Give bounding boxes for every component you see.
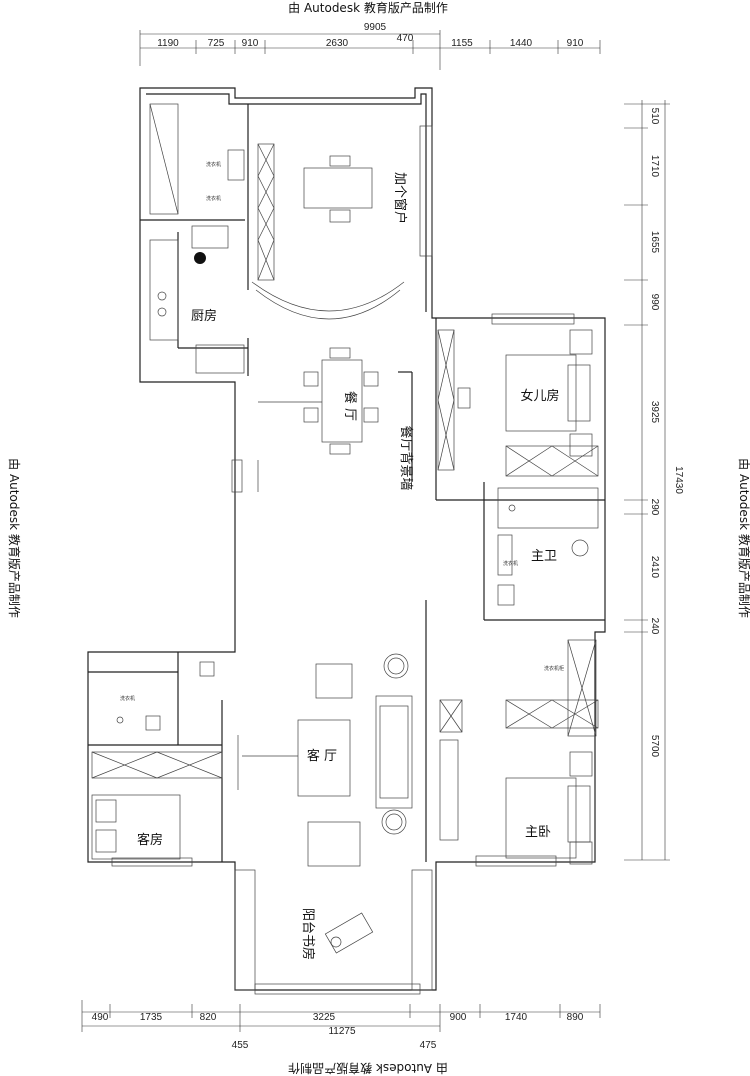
dim-top-total: 9905: [364, 22, 387, 33]
daughter-room-furniture: [437, 329, 599, 477]
label-fridge: 洗衣机: [206, 161, 221, 168]
dining-furniture: [258, 155, 379, 455]
dim-right-7: 240: [649, 618, 660, 635]
living-furniture: [242, 653, 413, 867]
room-guest: 客房: [137, 832, 163, 848]
room-master: 主卧: [525, 825, 551, 840]
room-balcony-study: 阳台书房: [300, 908, 316, 960]
dim-top-6: 1440: [510, 38, 533, 49]
dim-bottom-4: 900: [450, 1012, 467, 1023]
master-room-furniture: 洗衣机柜: [439, 639, 599, 865]
dim-bottom-extra-left: 455: [232, 1040, 249, 1051]
dim-right-0: 510: [649, 108, 660, 125]
room-dining: 餐 厅: [342, 391, 358, 421]
dim-bottom-0: 490: [92, 1012, 109, 1023]
walls: [87, 87, 606, 991]
watermark-right: 由 Autodesk 教育版产品制作: [737, 458, 750, 618]
bottom-dimensions: 490 1735 820 3225 900 1740 890 11275 455…: [81, 1000, 601, 1051]
right-dimensions: 510 1710 1655 990 3925 290 2410 240 5700…: [624, 100, 684, 861]
watermark-bottom: 由 Autodesk 教育版产品制作: [288, 1061, 448, 1076]
kitchen-fixtures: 洗衣机 洗衣机: [149, 103, 275, 374]
dim-right-8: 5700: [649, 735, 660, 758]
dim-bottom-total: 11275: [328, 1026, 356, 1037]
watermark-left: 由 Autodesk 教育版产品制作: [7, 458, 22, 618]
dim-bottom-6: 890: [567, 1012, 584, 1023]
room-daughter: 女儿房: [520, 388, 559, 404]
room-window-note: 加个窗户: [392, 172, 408, 224]
label-bath1: 洗衣机: [503, 560, 518, 567]
bath-fixtures: 洗衣机: [497, 487, 599, 606]
dim-top-3: 2630: [326, 38, 349, 49]
label-bath2: 洗衣机: [120, 695, 135, 702]
dim-right-1: 1710: [649, 155, 660, 178]
room-master-bath: 主卫: [531, 549, 557, 564]
dim-top-1: 725: [208, 38, 225, 49]
room-dining-wall: 餐厅背景墙: [398, 425, 414, 490]
dim-bottom-3: 3225: [313, 1012, 336, 1023]
guest-room-furniture: 洗衣机: [91, 661, 223, 860]
dim-right-4: 3925: [649, 401, 660, 424]
kitchen-tap-icon: [194, 252, 206, 264]
dim-right-total: 17430: [673, 466, 684, 494]
room-labels: 厨房 餐 厅 加个窗户 餐厅背景墙 女儿房 主卫 客 厅 客房 主卧 阳台书房: [137, 172, 560, 960]
room-kitchen: 厨房: [191, 308, 217, 324]
dim-top-5: 1155: [451, 38, 473, 49]
room-living: 客 厅: [307, 748, 337, 764]
balcony-furniture: [324, 912, 374, 954]
windows: [111, 125, 575, 995]
dim-bottom-5: 1740: [505, 1012, 528, 1023]
dim-top-4: 470: [397, 33, 414, 44]
dim-right-5: 290: [649, 499, 660, 516]
dim-right-3: 990: [649, 294, 660, 311]
dim-top-7: 910: [567, 38, 584, 49]
watermark-top: 由 Autodesk 教育版产品制作: [288, 0, 448, 15]
dim-bottom-2: 820: [200, 1012, 217, 1023]
dim-top-2: 910: [242, 38, 259, 49]
label-closet: 洗衣机柜: [544, 665, 564, 672]
dim-right-2: 1655: [649, 231, 660, 254]
dim-right-6: 2410: [649, 556, 660, 579]
dim-bottom-1: 1735: [140, 1012, 163, 1023]
dim-bottom-extra-right: 475: [420, 1040, 437, 1051]
top-dimensions: 9905 1190 725 910 2630 470 1155 1440 910: [139, 22, 601, 70]
label-washer: 洗衣机: [206, 195, 221, 202]
dim-top-0: 1190: [157, 38, 179, 49]
